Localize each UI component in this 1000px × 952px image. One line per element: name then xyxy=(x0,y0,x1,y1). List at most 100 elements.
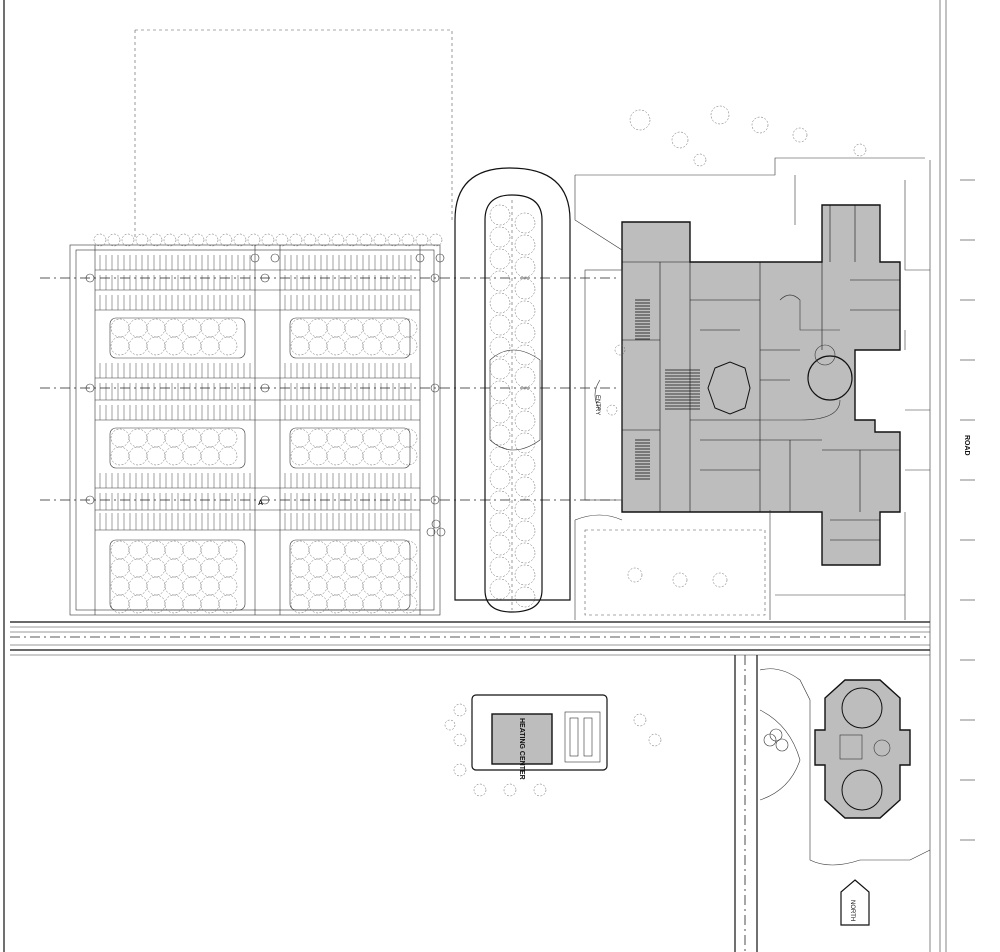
tree-symbol-icon xyxy=(514,564,536,586)
tree-symbol-icon xyxy=(380,540,400,560)
tree-symbol-icon xyxy=(387,233,401,247)
north-arrow-icon: NORTH xyxy=(840,879,870,926)
tree-symbol-icon xyxy=(514,388,536,410)
tree-symbol-icon xyxy=(489,556,511,578)
tree-symbol-icon xyxy=(326,318,346,338)
tree-symbol-icon xyxy=(514,432,536,454)
tree-symbol-icon xyxy=(290,336,310,356)
grid-letter-a: A xyxy=(258,500,263,507)
tree-symbol-icon xyxy=(303,233,317,247)
building-interior-walls xyxy=(622,205,900,541)
tree-symbol-icon xyxy=(218,594,238,614)
tree-symbol-icon xyxy=(218,576,238,596)
tree-symbol-icon xyxy=(380,318,400,338)
tree-symbol-icon xyxy=(146,558,166,578)
tree-symbol-icon xyxy=(606,404,618,416)
tree-symbol-icon xyxy=(326,576,346,596)
tree-symbol-icon xyxy=(489,578,511,600)
tree-symbol-icon xyxy=(308,446,328,466)
tree-symbol-icon xyxy=(398,336,418,356)
main-building xyxy=(621,204,901,566)
road-annotation: ROAD xyxy=(963,435,970,456)
tree-symbol-icon xyxy=(164,558,184,578)
tree-symbol-icon xyxy=(182,446,202,466)
tree-symbol-icon xyxy=(200,540,220,560)
tree-symbol-icon xyxy=(648,733,662,747)
tree-symbol-icon xyxy=(121,233,135,247)
tree-symbol-icon xyxy=(308,428,328,448)
tree-symbol-icon xyxy=(233,233,247,247)
tree-symbol-icon xyxy=(308,540,328,560)
tree-symbol-icon xyxy=(629,109,651,131)
tree-symbol-icon xyxy=(398,428,418,448)
tree-symbol-icon xyxy=(398,558,418,578)
tree-symbol-icon xyxy=(344,558,364,578)
tree-symbol-icon xyxy=(792,127,808,143)
road-name-label: ROAD xyxy=(963,435,970,456)
north-arrow-label: NORTH xyxy=(849,900,855,921)
tree-symbol-icon xyxy=(710,105,730,125)
tree-symbol-icon xyxy=(182,428,202,448)
tree-symbol-icon xyxy=(146,428,166,448)
tree-symbol-icon xyxy=(489,314,511,336)
tree-symbol-icon xyxy=(362,428,382,448)
tree-symbol-icon xyxy=(489,402,511,424)
tree-symbol-icon xyxy=(489,204,511,226)
tree-symbol-icon xyxy=(326,446,346,466)
tree-symbol-icon xyxy=(853,143,867,157)
tree-symbol-icon xyxy=(453,703,467,717)
tree-symbol-icon xyxy=(489,336,511,358)
tree-symbol-icon xyxy=(362,540,382,560)
tree-symbol-icon xyxy=(317,233,331,247)
tree-symbol-icon xyxy=(200,558,220,578)
entry-label: ENTRY xyxy=(594,395,600,415)
tree-symbol-icon xyxy=(627,567,643,583)
tree-symbol-icon xyxy=(489,292,511,314)
tree-symbol-icon xyxy=(489,226,511,248)
tree-symbol-icon xyxy=(164,446,184,466)
tree-symbol-icon xyxy=(514,300,536,322)
tree-symbol-icon xyxy=(200,446,220,466)
tree-symbol-icon xyxy=(489,248,511,270)
tree-symbol-icon xyxy=(308,576,328,596)
entry-porch: ENTRY xyxy=(584,269,623,501)
tree-symbol-icon xyxy=(533,783,547,797)
tree-symbol-icon xyxy=(275,233,289,247)
tree-symbol-icon xyxy=(110,428,130,448)
tree-symbol-icon xyxy=(182,540,202,560)
tree-symbol-icon xyxy=(514,278,536,300)
tree-symbol-icon xyxy=(261,233,275,247)
tree-symbol-icon xyxy=(218,558,238,578)
tree-symbol-icon xyxy=(398,576,418,596)
tree-symbol-icon xyxy=(344,336,364,356)
tree-symbol-icon xyxy=(146,336,166,356)
tree-symbol-icon xyxy=(290,576,310,596)
tree-symbol-icon xyxy=(200,318,220,338)
tree-symbol-icon xyxy=(514,366,536,388)
tree-symbol-icon xyxy=(191,233,205,247)
parking-lot xyxy=(40,233,620,616)
tree-symbol-icon xyxy=(489,270,511,292)
tree-symbol-icon xyxy=(345,233,359,247)
south-annex-area xyxy=(574,510,906,620)
tree-symbol-icon xyxy=(146,576,166,596)
vertical-road xyxy=(734,160,931,952)
tree-symbol-icon xyxy=(672,572,688,588)
tree-symbol-icon xyxy=(359,233,373,247)
tree-symbol-icon xyxy=(290,558,310,578)
tree-symbol-icon xyxy=(489,468,511,490)
heating-center: HEATING CENTER xyxy=(471,694,608,780)
tree-symbol-icon xyxy=(514,586,536,608)
tree-symbol-icon xyxy=(514,322,536,344)
tree-symbol-icon xyxy=(489,380,511,402)
tree-symbol-icon xyxy=(182,336,202,356)
tree-symbol-icon xyxy=(489,490,511,512)
tree-symbol-icon xyxy=(362,336,382,356)
tree-symbol-icon xyxy=(218,428,238,448)
tree-symbol-icon xyxy=(514,454,536,476)
tree-symbol-icon xyxy=(398,540,418,560)
tree-symbol-icon xyxy=(398,446,418,466)
tree-symbol-icon xyxy=(514,542,536,564)
tree-symbol-icon xyxy=(128,576,148,596)
